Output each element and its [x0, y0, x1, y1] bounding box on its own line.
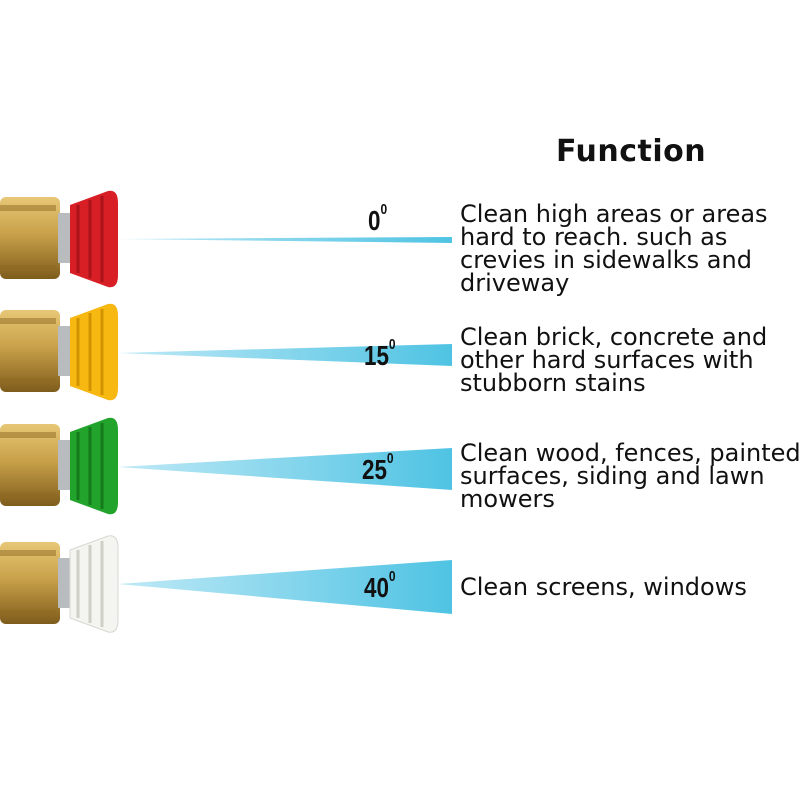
- function-text-yellow: Clean brick, concrete and other hard sur…: [460, 323, 768, 397]
- cap-green: [70, 417, 118, 515]
- function-heading: Function: [556, 134, 707, 169]
- function-text-white: Clean screens, windows: [460, 573, 747, 601]
- angle-label-red: 00: [368, 201, 388, 236]
- brass-fitting-white: [0, 542, 60, 624]
- spray-red: [118, 237, 452, 243]
- spray-white: [118, 560, 452, 614]
- steel-collar-green: [58, 440, 72, 490]
- brass-fitting-red: [0, 197, 60, 279]
- steel-collar-red: [58, 213, 72, 263]
- cap-white: [69, 535, 119, 633]
- spray-green: [118, 448, 452, 490]
- steel-collar-white: [58, 558, 72, 608]
- spray-yellow: [118, 344, 452, 366]
- green-nozzle-illustration: [0, 417, 452, 515]
- nozzle-row-red: 00 Clean high areas or areas hard to rea…: [0, 183, 800, 297]
- cap-red: [70, 190, 118, 288]
- nozzle-row-green: 250 Clean wood, fences, painted surfaces…: [0, 410, 800, 520]
- function-text-red: Clean high areas or areas hard to reach.…: [460, 200, 768, 297]
- brass-fitting-yellow: [0, 310, 60, 392]
- nozzle-row-yellow: 150 Clean brick, concrete and other hard…: [0, 296, 800, 406]
- yellow-nozzle-illustration: [0, 303, 452, 401]
- brass-fitting-green: [0, 424, 60, 506]
- function-text-green: Clean wood, fences, painted surfaces, si…: [460, 439, 800, 513]
- white-nozzle-illustration: [0, 535, 452, 633]
- angle-label-green: 250: [362, 450, 394, 485]
- nozzle-row-white: 400 Clean screens, windows: [0, 528, 800, 638]
- cap-yellow: [70, 303, 118, 401]
- angle-label-yellow: 150: [364, 336, 396, 371]
- red-nozzle-illustration: [0, 190, 452, 288]
- angle-label-white: 400: [364, 568, 396, 603]
- steel-collar-yellow: [58, 326, 72, 376]
